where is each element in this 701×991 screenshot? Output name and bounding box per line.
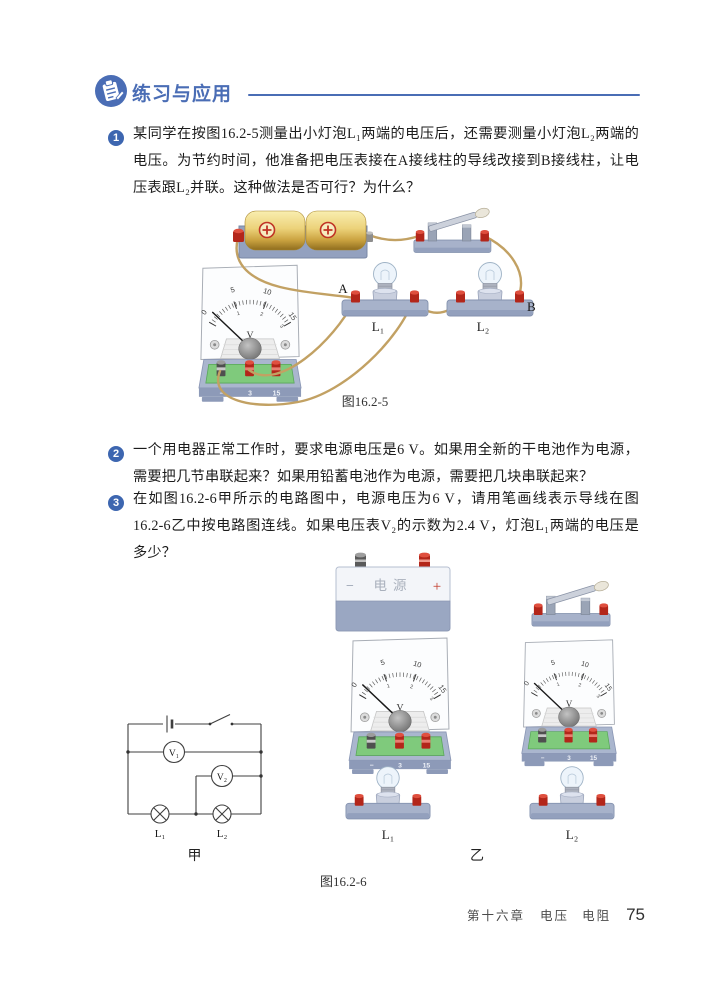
question-1-number: 1 [108, 130, 124, 146]
voltmeter: 0 5 10 15 1 2 3 V − 3 15 [198, 264, 302, 402]
point-b-label: B [527, 299, 536, 314]
question-line: 电压。为节约时间，他准备把电压表接在A接线柱的导线改接到B接线柱，让电 [133, 153, 639, 169]
terminal-minus-label: − [220, 390, 224, 397]
circuit-schematic: V₁ V₂ L₁ L₂ [126, 714, 263, 840]
lamp1-label: L₁ [372, 319, 384, 334]
scale-0: 0 [523, 680, 531, 687]
scale-1: 1 [236, 311, 240, 318]
question-2-text: 一个用电器正常工作时，要求电源电压是6 V。如果用全新的干电池作为电源， 需要把… [133, 437, 639, 491]
terminal-15-label: 15 [423, 763, 431, 770]
question-line: 压表跟L₂并联。这种做法是否可行？为什么？ [133, 180, 421, 196]
question-line: 在如图16.2-6甲所示的电路图中，电源电压为6 V，请用笔画线表示导线在图 [133, 491, 639, 507]
scale-3: 3 [428, 696, 434, 702]
v2-label: V₂ [217, 773, 227, 783]
question-3-text: 在如图16.2-6甲所示的电路图中，电源电压为6 V，请用笔画线表示导线在图 1… [133, 486, 639, 567]
terminal-minus-label: − [370, 763, 374, 770]
question-line: 需要把几节串联起来？如果用铅蓄电池作为电源，需要把几块串联起来？ [133, 469, 594, 485]
scale-15: 15 [603, 682, 613, 692]
terminal-3-label: 3 [398, 763, 402, 770]
lamp2-label: L₂ [477, 319, 489, 334]
unit-label: V [246, 330, 253, 341]
lamp1-label: L₁ [381, 827, 395, 842]
scale-2: 2 [259, 311, 263, 318]
page-footer: 第十六章 电压 电阻 75 [467, 905, 645, 925]
lamp-l2 [529, 766, 615, 820]
knife-switch [413, 206, 492, 253]
terminal-15-label: 15 [590, 755, 598, 762]
voltmeter-v2-symbol [210, 764, 234, 788]
power-supply: − 电源 + [335, 552, 451, 632]
section-title: 练习与应用 [132, 84, 233, 105]
question-line: 一个用电器正常工作时，要求电源电压是6 V。如果用全新的干电池作为电源， [133, 442, 639, 458]
scale-3: 3 [595, 693, 601, 699]
scale-2: 2 [578, 682, 582, 689]
knife-switch [531, 579, 611, 627]
header-rule [248, 94, 640, 96]
scale-5: 5 [229, 285, 236, 295]
scale-3: 3 [278, 323, 284, 329]
question-line: 多少？ [133, 545, 177, 561]
figure1-caption: 图16.2-5 [341, 394, 389, 409]
l2-label: L₂ [217, 828, 228, 840]
l1-label: L₁ [155, 828, 166, 840]
scale-1: 1 [386, 683, 390, 690]
photo-label: 乙 [470, 849, 484, 864]
plus-label: + [433, 579, 441, 595]
terminal-minus-label: − [541, 755, 545, 762]
subject2-label: 电阻 [582, 909, 612, 923]
lamp-l1 [345, 766, 431, 820]
terminal-3-label: 3 [567, 755, 571, 762]
unit-label: V [566, 699, 573, 709]
question-3-number: 3 [108, 495, 124, 511]
minus-label: − [346, 579, 354, 594]
v1-label: V₁ [169, 749, 179, 759]
terminal-15-label: 15 [273, 390, 281, 397]
unit-label: V [396, 702, 403, 713]
page-number: 75 [626, 905, 645, 924]
scale-10: 10 [412, 659, 422, 670]
question-2-number: 2 [108, 446, 124, 462]
lamp-l1 [341, 262, 429, 317]
switch-symbol [209, 714, 231, 725]
schematic-label: 甲 [187, 849, 202, 864]
question-line: 某同学在按图16.2-5测量出小灯泡L₁两端的电压后，还需要测量小灯泡L₂两端的 [133, 126, 639, 142]
scale-0: 0 [349, 681, 359, 690]
subject1-label: 电压 [540, 909, 570, 923]
chapter-label: 第十六章 [467, 909, 526, 923]
scale-15: 15 [437, 683, 449, 695]
scale-10: 10 [580, 660, 589, 669]
figure-16-2-5: 0 5 10 15 1 2 3 V − 3 15 A [198, 206, 536, 406]
power-label: 电源 [374, 578, 413, 593]
exercises-icon [95, 75, 127, 107]
lamp2-label: L₂ [565, 827, 579, 842]
point-a-label: A [338, 281, 348, 296]
question-1-text: 某同学在按图16.2-5测量出小灯泡L₁两端的电压后，还需要测量小灯泡L₂两端的… [133, 121, 639, 202]
voltmeter-2: 0 5 10 15 1 2 3 V − 3 15 [521, 639, 617, 767]
scale-15: 15 [287, 310, 299, 322]
question-line: 16.2-6乙中按电路图连线。如果电压表V₂的示数为2.4 V，灯泡L₁两端的电… [133, 518, 639, 534]
scale-0: 0 [199, 308, 209, 317]
scale-5: 5 [550, 659, 556, 667]
figure2-caption: 图16.2-6 [320, 874, 367, 889]
voltmeter-1: 0 5 10 15 1 2 3 V − 3 15 [348, 637, 452, 775]
battery-pack [232, 210, 374, 259]
voltmeter-v1-symbol [162, 740, 186, 764]
scale-2: 2 [409, 684, 413, 691]
terminal-3-label: 3 [248, 390, 252, 397]
scale-10: 10 [262, 286, 272, 297]
scale-5: 5 [379, 657, 386, 667]
scale-1: 1 [556, 682, 560, 689]
